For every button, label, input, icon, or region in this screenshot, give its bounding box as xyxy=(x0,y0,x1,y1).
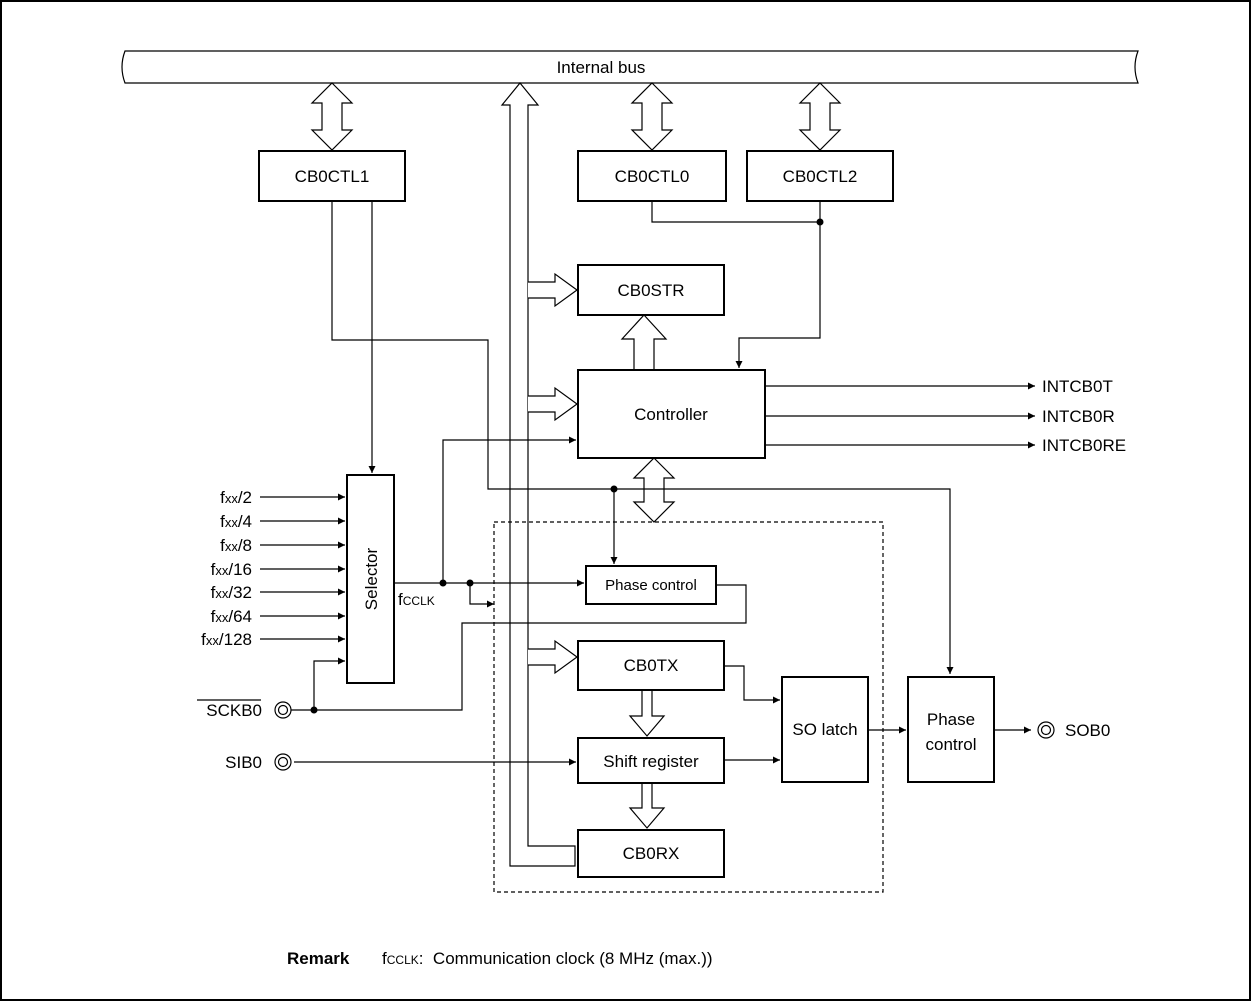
so-latch-block: SO latch xyxy=(781,676,869,783)
internal-bus-label: Internal bus xyxy=(557,58,646,77)
so-latch-label: SO latch xyxy=(792,720,857,739)
signal-lines xyxy=(260,201,1035,766)
spine-branch-controller xyxy=(528,386,579,422)
internal-bus: Internal bus xyxy=(121,50,1139,84)
pin-label-sib0: SIB0 xyxy=(225,753,262,772)
clock-label-div128: fxx/128 xyxy=(201,630,252,649)
spine-branch-cb0tx xyxy=(528,639,579,675)
pin-sckb0 xyxy=(274,701,292,719)
interrupt-label-intcb0re: INTCB0RE xyxy=(1042,436,1126,455)
controller-label: Controller xyxy=(634,405,708,424)
cb0ctl0-label: CB0CTL0 xyxy=(615,167,690,186)
register-cb0str: CB0STR xyxy=(577,264,725,316)
pin-sob0 xyxy=(1037,721,1055,739)
bus-arrow-ctl2 xyxy=(798,82,842,151)
phase-control-output-line1: Phase xyxy=(927,710,975,729)
junction-dots xyxy=(310,218,824,714)
clock-label-div4: fxx/4 xyxy=(220,512,252,531)
cb0ctl1-label: CB0CTL1 xyxy=(295,167,370,186)
interrupt-label-intcb0t: INTCB0T xyxy=(1042,377,1113,396)
arrow-controller-datablock xyxy=(632,457,676,523)
cb0tx-label: CB0TX xyxy=(624,656,679,675)
bus-arrow-ctl0 xyxy=(630,82,674,151)
serial-unit-boundary xyxy=(493,521,884,893)
register-cb0ctl0: CB0CTL0 xyxy=(577,150,727,202)
cb0rx-label: CB0RX xyxy=(623,844,680,863)
cb0ctl2-label: CB0CTL2 xyxy=(783,167,858,186)
clock-input-labels: fxx/2 fxx/4 fxx/8 fxx/16 fxx/32 fxx/64 f… xyxy=(201,488,252,649)
spine-branch-cb0str xyxy=(528,272,579,308)
clock-label-div64: fxx/64 xyxy=(211,607,252,626)
register-cb0rx: CB0RX xyxy=(577,829,725,878)
shift-register-block: Shift register xyxy=(577,737,725,784)
register-cb0ctl2: CB0CTL2 xyxy=(746,150,894,202)
phase-control-inner-label: Phase control xyxy=(605,577,697,594)
arrow-shift-cb0rx xyxy=(628,782,666,829)
fcclk-label: fCCLK xyxy=(398,590,435,609)
pin-label-sckb0: SCKB0 xyxy=(206,701,262,720)
pin-label-sob0: SOB0 xyxy=(1065,721,1110,740)
selector-label: Selector xyxy=(362,547,381,610)
phase-control-inner-block: Phase control xyxy=(585,565,717,605)
phase-control-output-line2: control xyxy=(925,735,976,754)
clock-label-div2: fxx/2 xyxy=(220,488,252,507)
clock-label-div8: fxx/8 xyxy=(220,536,252,555)
register-cb0tx: CB0TX xyxy=(577,640,725,691)
arrow-cb0tx-shift xyxy=(628,689,666,737)
pin-sib0 xyxy=(274,753,292,771)
internal-data-spine xyxy=(500,82,576,867)
controller-block: Controller xyxy=(577,369,766,459)
remark-text: fCCLK: Communication clock (8 MHz (max.)… xyxy=(382,949,713,968)
remark: Remark fCCLK: Communication clock (8 MHz… xyxy=(287,949,713,968)
interrupt-label-intcb0r: INTCB0R xyxy=(1042,407,1115,426)
remark-label: Remark xyxy=(287,949,350,968)
clock-label-div16: fxx/16 xyxy=(211,560,252,579)
arrow-cb0str-controller xyxy=(620,314,668,371)
cb0str-label: CB0STR xyxy=(617,281,684,300)
clock-label-div32: fxx/32 xyxy=(211,583,252,602)
selector-block: Selector xyxy=(346,474,395,684)
phase-control-output-block: Phase control xyxy=(907,676,995,783)
register-cb0ctl1: CB0CTL1 xyxy=(258,150,406,202)
shift-register-label: Shift register xyxy=(603,752,699,771)
bus-arrow-ctl1 xyxy=(310,82,354,151)
